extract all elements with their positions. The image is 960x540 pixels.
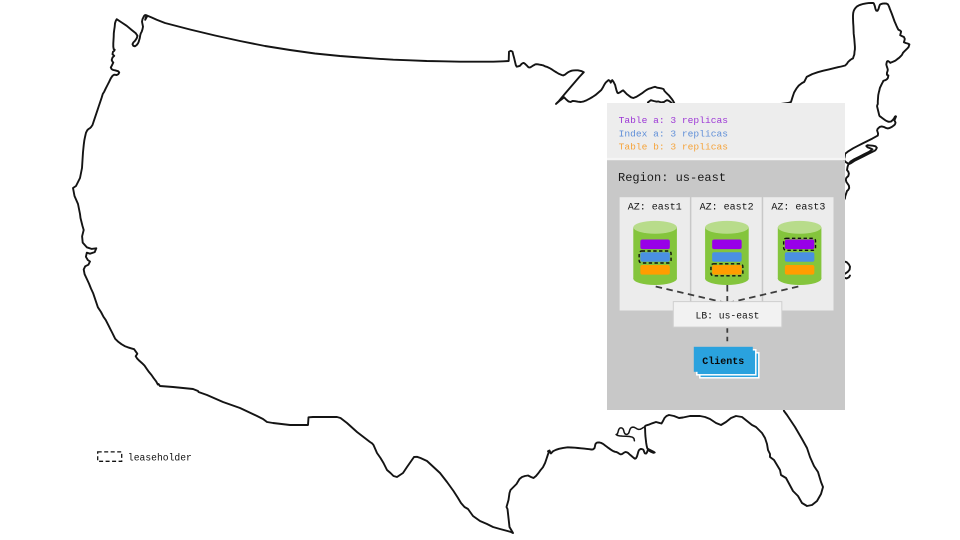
svg-text:Region: us-east: Region: us-east (618, 171, 726, 185)
svg-text:LB: us-east: LB: us-east (696, 310, 760, 321)
svg-text:Table b: 3 replicas: Table b: 3 replicas (619, 142, 728, 153)
svg-text:Clients: Clients (702, 356, 744, 368)
svg-text:Index a: 3 replicas: Index a: 3 replicas (619, 128, 728, 139)
svg-text:AZ: east2: AZ: east2 (700, 203, 754, 214)
svg-text:Table a: 3 replicas: Table a: 3 replicas (619, 115, 728, 126)
svg-text:AZ: east1: AZ: east1 (628, 203, 682, 214)
svg-text:AZ: east3: AZ: east3 (771, 203, 825, 214)
svg-text:leaseholder: leaseholder (128, 453, 192, 464)
